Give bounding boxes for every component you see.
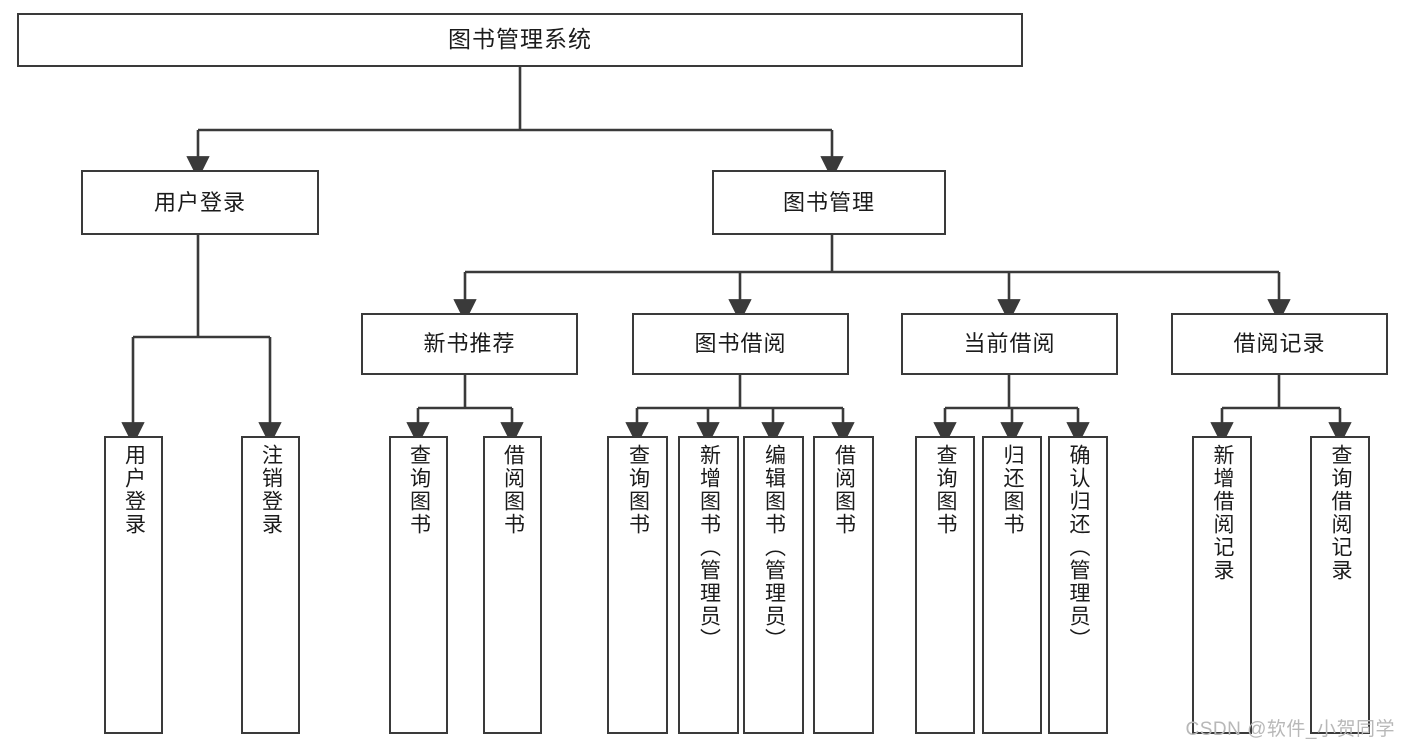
node-book-borrow[interactable]: 图书借阅 <box>632 313 849 375</box>
leaf-add-record-label: 新增借阅记录 <box>1211 444 1235 582</box>
node-root[interactable]: 图书管理系统 <box>17 13 1023 67</box>
node-book-borrow-label: 图书借阅 <box>694 331 787 357</box>
leaf-query-book-3-label: 查询图书 <box>934 444 958 536</box>
node-new-book-recommend-label: 新书推荐 <box>423 331 516 357</box>
leaf-borrow-book-1-label: 借阅图书 <box>501 444 525 536</box>
node-borrow-record[interactable]: 借阅记录 <box>1171 313 1388 375</box>
leaf-query-book-2[interactable]: 查询图书 <box>607 436 668 734</box>
node-user-login[interactable]: 用户登录 <box>81 170 319 235</box>
leaf-edit-book[interactable]: 编辑图书（管理员） <box>743 436 804 734</box>
leaf-confirm-return-label: 确认归还（管理员） <box>1067 444 1091 651</box>
leaf-return-book[interactable]: 归还图书 <box>982 436 1042 734</box>
leaf-logout-login[interactable]: 注销登录 <box>241 436 300 734</box>
leaf-borrow-book-2-label: 借阅图书 <box>832 444 856 536</box>
leaf-query-book-1[interactable]: 查询图书 <box>389 436 448 734</box>
node-root-label: 图书管理系统 <box>448 26 592 53</box>
leaf-query-book-1-label: 查询图书 <box>407 444 431 536</box>
leaf-borrow-book-2[interactable]: 借阅图书 <box>813 436 874 734</box>
node-current-borrow-label: 当前借阅 <box>963 331 1056 357</box>
leaf-user-login[interactable]: 用户登录 <box>104 436 163 734</box>
leaf-add-book[interactable]: 新增图书（管理员） <box>678 436 739 734</box>
leaf-query-book-3[interactable]: 查询图书 <box>915 436 975 734</box>
leaf-add-record[interactable]: 新增借阅记录 <box>1192 436 1252 734</box>
leaf-borrow-book-1[interactable]: 借阅图书 <box>483 436 542 734</box>
node-user-login-label: 用户登录 <box>153 189 246 215</box>
node-new-book-recommend[interactable]: 新书推荐 <box>361 313 578 375</box>
node-book-manage-label: 图书管理 <box>782 189 875 215</box>
node-current-borrow[interactable]: 当前借阅 <box>901 313 1118 375</box>
node-borrow-record-label: 借阅记录 <box>1233 331 1326 357</box>
leaf-edit-book-label: 编辑图书（管理员） <box>762 444 786 651</box>
leaf-logout-login-label: 注销登录 <box>259 444 283 536</box>
leaf-confirm-return[interactable]: 确认归还（管理员） <box>1048 436 1108 734</box>
watermark: CSDN @软件_小贺同学 <box>1185 719 1395 740</box>
leaf-query-record[interactable]: 查询借阅记录 <box>1310 436 1370 734</box>
leaf-add-book-label: 新增图书（管理员） <box>697 444 721 651</box>
leaf-user-login-label: 用户登录 <box>122 444 146 536</box>
leaf-query-book-2-label: 查询图书 <box>626 444 650 536</box>
leaf-query-record-label: 查询借阅记录 <box>1329 444 1353 582</box>
leaf-return-book-label: 归还图书 <box>1001 444 1025 536</box>
node-book-manage[interactable]: 图书管理 <box>712 170 946 235</box>
